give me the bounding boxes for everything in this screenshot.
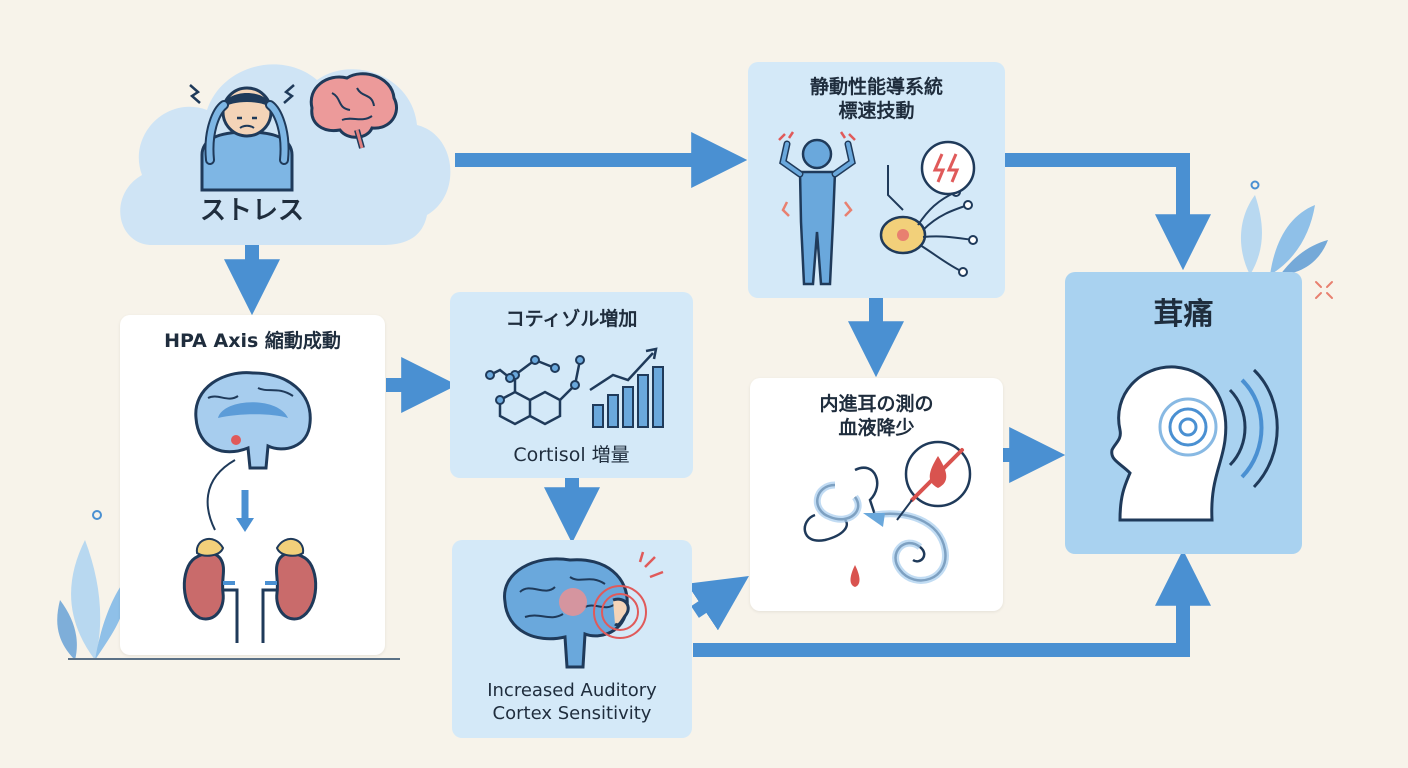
brain-icon	[309, 72, 398, 149]
kidney-icon	[182, 538, 318, 643]
head-sound-waves-icon	[1110, 365, 1279, 522]
arrow-auditory-to-innerear	[686, 576, 749, 631]
arrow-sympathetic-to-tinnitus	[1005, 153, 1211, 271]
ground-line	[68, 658, 400, 660]
molecule-icon	[485, 355, 585, 426]
neuron-icon	[879, 165, 978, 277]
blood-drop-icon	[896, 440, 972, 521]
brain-cross-section-icon	[194, 371, 312, 470]
tinnitus-label: 茸痛	[1153, 297, 1214, 332]
lightning-icon	[920, 140, 976, 196]
cochlea-icon	[803, 466, 949, 587]
sympathetic-label: 静動性能導系統 標速技動	[809, 76, 943, 122]
inner-ear-label: 内進耳の測の 血液降少	[819, 393, 934, 439]
leaf-decoration-right-icon	[1240, 180, 1328, 275]
cortisol-label-en: Cortisol 増量	[513, 444, 630, 466]
tense-person-icon	[778, 131, 856, 286]
stressed-person-icon	[189, 84, 295, 192]
sparkle-icon	[1315, 281, 1333, 299]
hpa-axis-label: HPA Axis 縮動成動	[164, 330, 341, 352]
auditory-cortex-label: Increased Auditory Cortex Sensitivity	[487, 680, 657, 724]
stress-label: ストレス	[199, 196, 304, 226]
axis-connector-icon	[206, 459, 254, 532]
bar-chart-icon	[589, 347, 664, 428]
cortisol-label-jp: コティゾル増加	[505, 308, 638, 330]
brain-ear-icon	[503, 551, 664, 669]
arrow-auditory-to-tinnitus	[693, 549, 1211, 657]
leaf-decoration-left-icon	[57, 510, 126, 660]
